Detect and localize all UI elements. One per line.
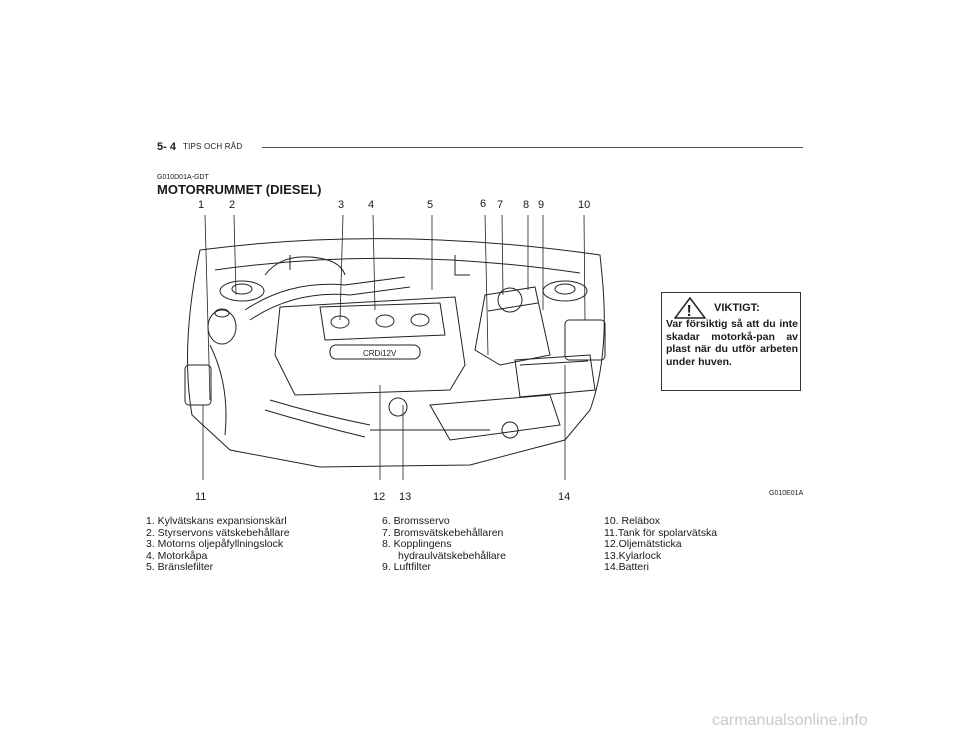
legend-item: 9. Luftfilter xyxy=(382,561,432,573)
warning-text: Var försiktig så att du inte skadar moto… xyxy=(666,318,798,368)
legend-column-3: 10. Reläbox 11.Tank för spolarvätska 12.… xyxy=(604,515,718,574)
callout-14: 14 xyxy=(558,491,571,503)
callout-2: 2 xyxy=(229,199,236,211)
legend-item: 11.Tank för spolarvätska xyxy=(604,526,718,539)
callout-13: 13 xyxy=(399,491,412,503)
legend-item: 5. Bränslefilter xyxy=(146,561,214,573)
legend-item: 8. Kopplingens xyxy=(382,538,452,550)
legend-item: hydraulvätskebehållare xyxy=(398,549,506,562)
legend-item: 13.Kylarlock xyxy=(604,549,662,562)
section-name: TIPS OCH RÅD xyxy=(183,142,243,151)
callout-4: 4 xyxy=(368,199,375,211)
legend-item: 4. Motorkåpa xyxy=(146,549,208,562)
callout-9: 9 xyxy=(538,199,545,211)
callout-11: 11 xyxy=(195,491,207,503)
callout-12: 12 xyxy=(373,491,386,503)
callout-5: 5 xyxy=(427,199,434,211)
page-title: MOTORRUMMET (DIESEL) xyxy=(157,182,322,197)
legend-item: 3. Motorns oljepåfyllningslock xyxy=(146,538,284,550)
exclamation-triangle-icon: ! xyxy=(674,297,706,319)
legend-column-1: 1. Kylvätskans expansionskärl 2. Styrser… xyxy=(146,515,290,574)
engine-badge: CRDi12V xyxy=(363,349,397,358)
callout-1: 1 xyxy=(198,199,205,211)
warning-symbol: ! xyxy=(687,303,692,319)
callout-6: 6 xyxy=(480,198,487,210)
legend-column-2: 6. Bromsservo 7. Bromsvätskebehållaren 8… xyxy=(382,515,506,574)
legend-item: 1. Kylvätskans expansionskärl xyxy=(146,515,287,527)
callout-3: 3 xyxy=(338,199,345,211)
section-code: G010D01A-GDT xyxy=(157,174,209,181)
figure-code: G010E01A xyxy=(769,490,804,497)
warning-title: VIKTIGT: xyxy=(714,302,760,314)
callout-8: 8 xyxy=(523,199,530,211)
legend-item: 6. Bromsservo xyxy=(382,515,450,527)
engine-compartment-illustration: CRDi12V xyxy=(184,215,606,480)
warning-box: ! VIKTIGT: Var försiktig så att du inte … xyxy=(661,292,801,391)
legend-item: 14.Batteri xyxy=(604,561,649,573)
callout-10: 10 xyxy=(578,199,591,211)
page-number: 5- 4 xyxy=(157,141,176,153)
header-rule xyxy=(262,147,803,148)
callout-7: 7 xyxy=(497,199,504,211)
legend-item: 2. Styrservons vätskebehållare xyxy=(146,526,290,539)
watermark: carmanualsonline.info xyxy=(712,712,868,729)
legend-item: 10. Reläbox xyxy=(604,515,661,527)
legend-item: 7. Bromsvätskebehållaren xyxy=(382,526,504,539)
legend-item: 12.Oljemätsticka xyxy=(604,538,682,550)
